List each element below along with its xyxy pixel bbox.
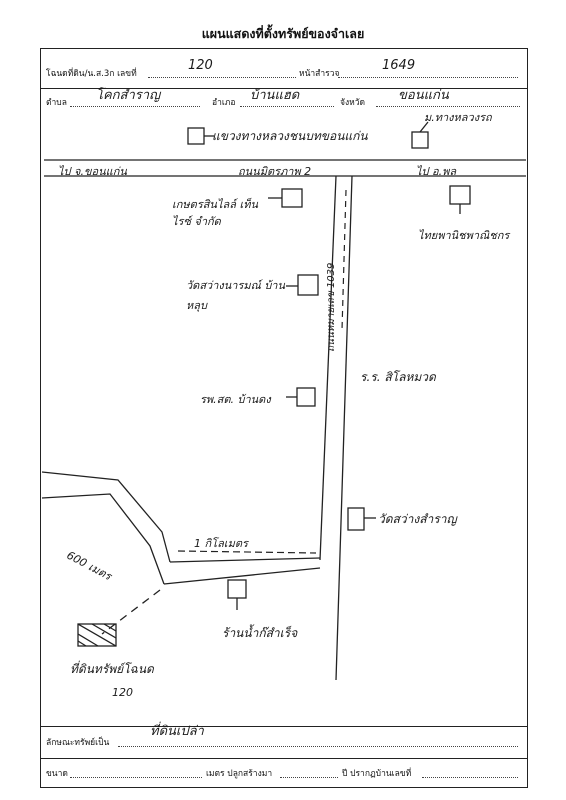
province-value: ขอนแก่น [398,88,449,103]
property-type-value: ที่ดินเปล่า [150,724,204,739]
built-dots [280,777,338,778]
court-label: แขวงทางหลวงชนบทขอนแก่น [212,129,368,143]
temple-2-label: วัดสว่างสำราญ [378,512,457,526]
route-1039-west-edge [319,175,337,561]
property-number-label: 120 [112,686,133,699]
shop-marker [227,579,247,599]
hospital-label: รพ.สต. บ้านดง [200,393,271,406]
size-label: ขนาด [46,769,68,779]
soi-north-edge [169,557,321,563]
size-dots [70,777,202,778]
temple-1-marker [297,274,319,296]
school-label: ร.ร. สิโลหมวด [360,370,436,384]
rice-mill-marker [449,185,471,205]
property-label: ที่ดินทรัพย์โฉนด [70,662,154,676]
house-number-dots [422,777,518,778]
district-value: บ้านแฮด [250,88,300,103]
route-1039-east-edge [335,175,353,681]
winding-road-south-edge [41,493,165,585]
gas-station-label: เกษตรสินไลล์ เท็นไรซ์ จำกัด [172,198,258,228]
winding-road-north-edge [41,471,171,563]
district-label: อำเภอ [212,98,236,108]
deed-dots [148,77,296,78]
header-divider [40,88,528,89]
property-type-dots [118,746,518,747]
footer-divider-top [40,726,528,727]
route-1039-label: ถนนหมายเลข 1039 [326,262,337,352]
district-dots [240,106,334,107]
road-to-khonkaen-label: ไป จ.ขอนแก่น [58,165,127,178]
police-label: ม.ทางหลวงรถ [424,111,492,124]
deed-number: 120 [188,58,213,73]
subdistrict-value: โคกสำราญ [96,88,161,103]
form-title: แผนแสดงที่ตั้งทรัพย์ของจำเลย [201,26,365,41]
house-number-label: ปี ปรากฏบ้านเลขที่ [342,769,412,779]
footer-divider-mid [40,758,528,759]
temple-2-marker [347,507,365,531]
deed-label: โฉนดที่ดิน/น.ส.3ก เลขที่ [46,69,137,79]
path-to-property [101,589,161,635]
gas-station-marker [281,188,303,208]
survey-label: หน้าสำรวจ [299,69,340,79]
distance-km-label: 1 กิโลเมตร [194,537,248,550]
soi-south-edge [163,567,321,585]
province-dots [376,106,520,107]
hospital-marker [296,387,316,407]
subdistrict-label: ตำบล [46,98,67,108]
route-1039-centerline [341,189,347,331]
temple-1-label: วัดสว่างนารมณ์ บ้านหลุบ [186,279,285,312]
shop-label: ร้านน้ำก๊สำเร็จ [222,626,298,640]
map-frame [40,48,528,788]
soi-distance-line [177,550,317,554]
subdistrict-dots [70,106,200,107]
police-marker [411,131,429,149]
highway-2-label: ถนนมิตรภาพ 2 [238,165,312,178]
meters-built-label: เมตร ปลูกสร้างมา [206,769,273,779]
rice-mill-label: ไทยพานิชพาณิชกร [418,229,510,242]
survey-dots [338,77,518,78]
province-label: จังหวัด [340,98,366,108]
road-to-phon-label: ไป อ.พล [416,165,457,178]
survey-number: 1649 [382,58,416,73]
property-type-label: ลักษณะทรัพย์เป็น [46,738,110,748]
court-marker [187,127,205,145]
